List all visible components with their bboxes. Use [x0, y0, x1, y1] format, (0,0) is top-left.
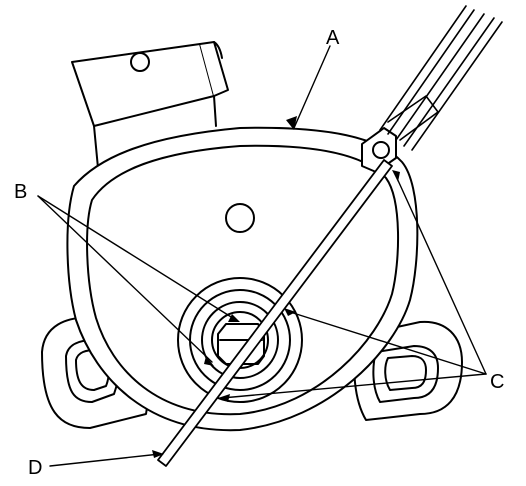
alignment-rod	[157, 159, 393, 467]
connector-block	[71, 41, 229, 169]
rotor-middle-ring	[189, 289, 291, 391]
leader-b-upper	[37, 195, 237, 321]
leader-a	[293, 45, 331, 129]
callout-c-label: C	[490, 371, 504, 393]
leader-c-top	[395, 175, 487, 375]
wire-harness	[379, 5, 503, 151]
leader-d	[49, 453, 161, 467]
alignment-bracket	[361, 127, 397, 173]
leader-lines	[37, 45, 487, 467]
housing-hole	[225, 203, 255, 233]
leader-c-bottom	[221, 373, 487, 399]
callout-d-label: D	[28, 457, 42, 479]
callout-a-label: A	[326, 27, 340, 49]
callout-b-label: B	[14, 181, 27, 203]
leader-c-middle	[289, 311, 487, 375]
sensor-housing	[66, 126, 419, 432]
connector-pin-hole	[130, 52, 150, 72]
alignment-hole-upper	[372, 141, 390, 159]
leader-b-lower	[37, 195, 213, 363]
rotor-inner-ring	[201, 301, 279, 379]
